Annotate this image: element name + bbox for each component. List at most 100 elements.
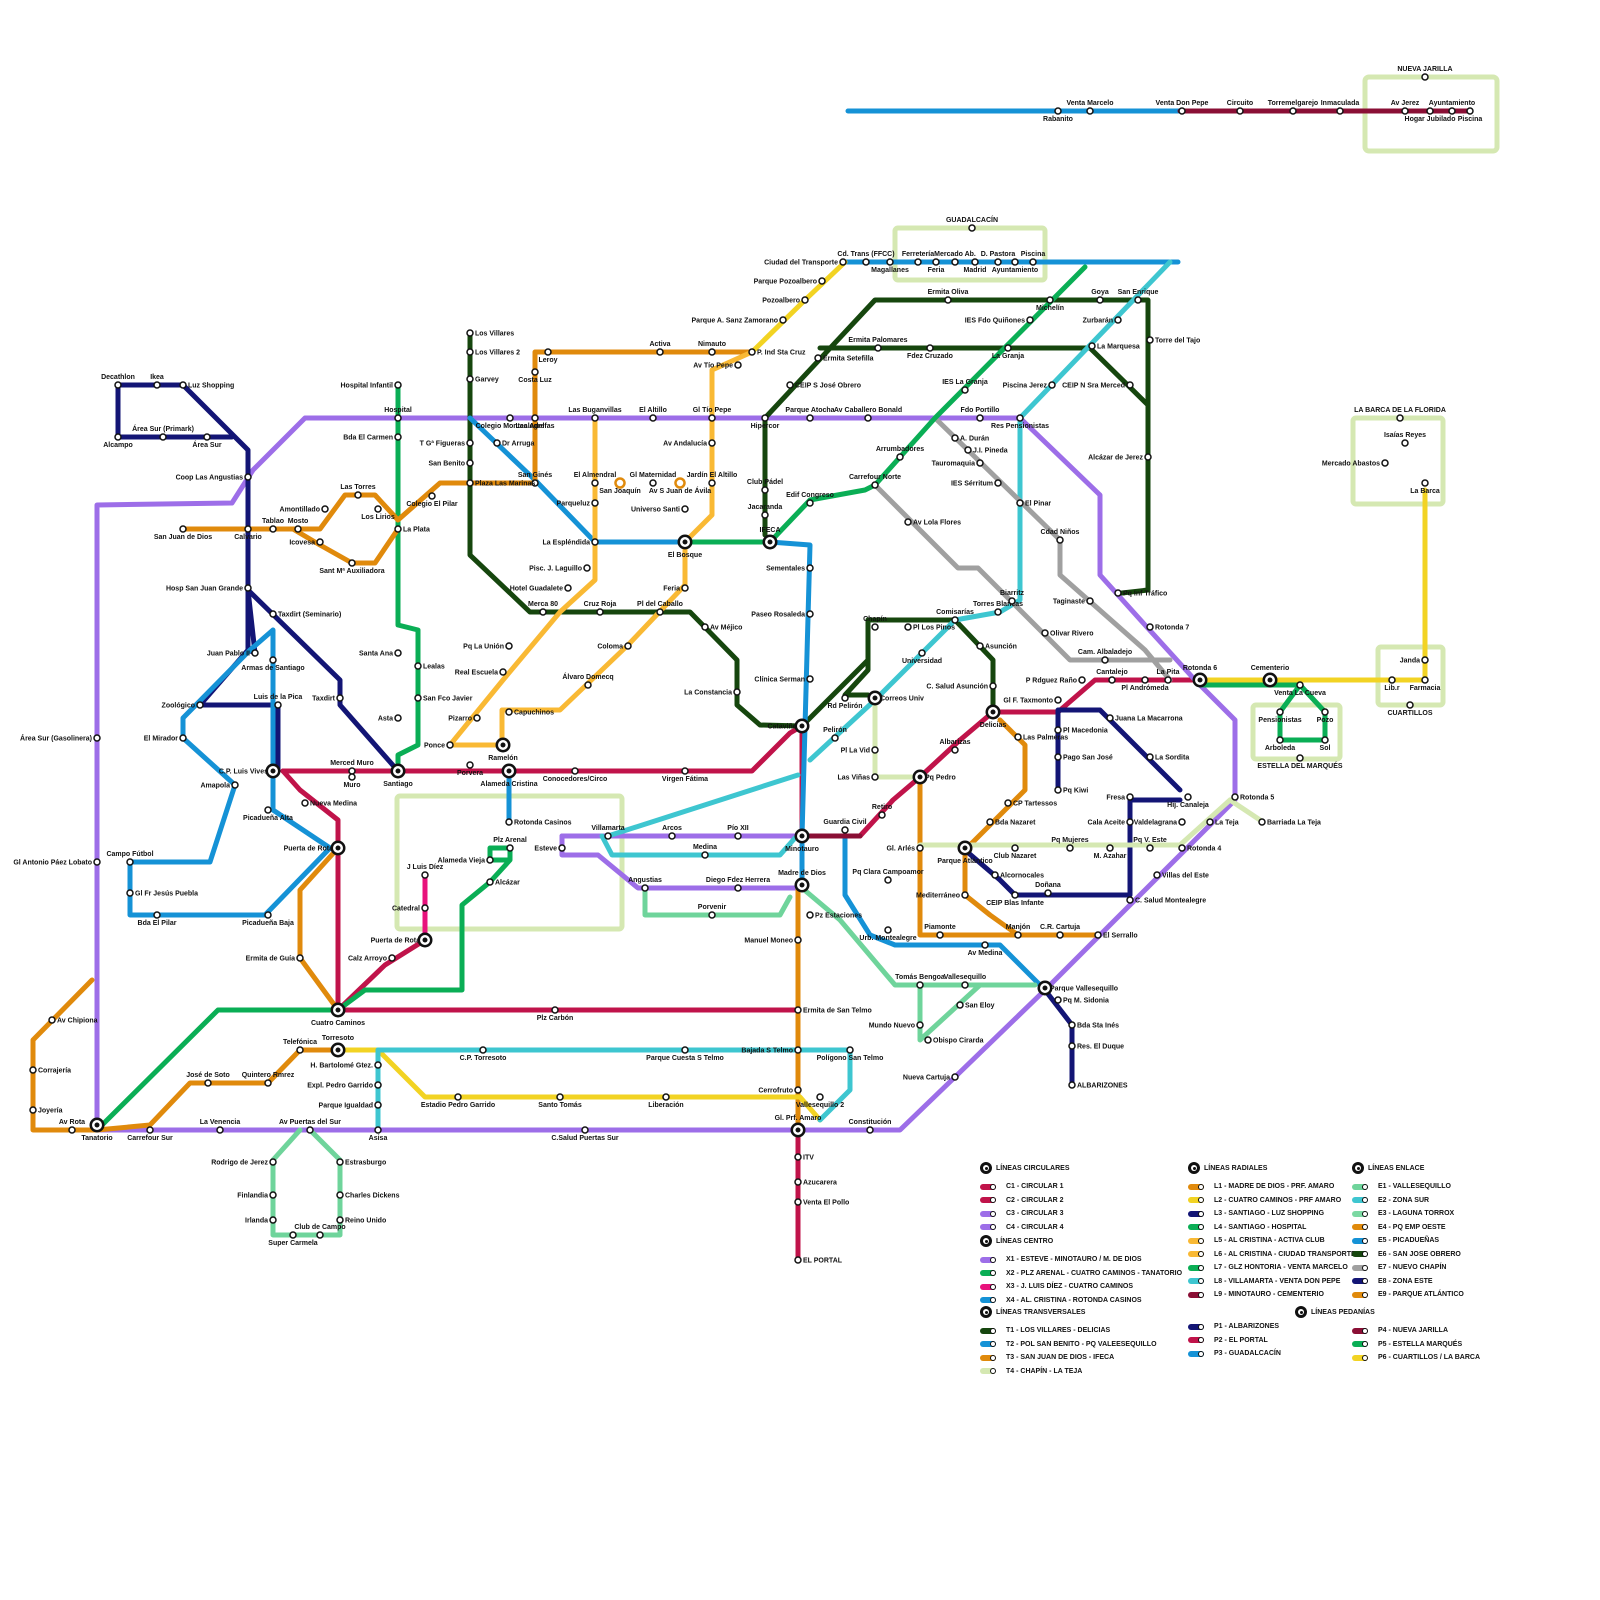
station-parque-vallesequillo[interactable]: Parque Vallesequillo: [1038, 981, 1119, 996]
station-los-villares-2[interactable]: Los Villares 2: [467, 349, 520, 357]
station-p-ind-sta-cruz[interactable]: P. Ind Sta Cruz: [749, 349, 806, 357]
station-capuchinos[interactable]: Capuchinos: [506, 709, 554, 717]
station-lealas[interactable]: Lealas: [415, 663, 445, 671]
station-pago-san-jose[interactable]: Pago San José: [1055, 754, 1113, 762]
station-pq-pedro[interactable]: Pq Pedro: [913, 770, 956, 785]
station-san-joaquin[interactable]: San Joaquín: [599, 479, 641, 496]
station-pisc-j-laguillo[interactable]: Pisc. J. Laguillo: [529, 565, 590, 573]
station-pq-la-union[interactable]: Pq La Unión: [463, 643, 512, 651]
station-alcornocales[interactable]: Alcornocales: [992, 872, 1044, 880]
station-porvera[interactable]: Porvera: [457, 762, 483, 777]
station-gl-f-taxmonto[interactable]: Gl F. Taxmonto: [1003, 697, 1061, 705]
station-bda-sta-ines[interactable]: Bda Sta Inés: [1069, 1022, 1119, 1030]
station-itv[interactable]: ITV: [795, 1154, 814, 1162]
station-alcazar-de-jerez[interactable]: Alcázar de Jerez: [1088, 454, 1151, 462]
station-rotonda-casinos[interactable]: Rotonda Casinos: [506, 819, 572, 827]
station-gl-fr-jesus-puebla[interactable]: Gl Fr Jesús Puebla: [127, 890, 198, 898]
station-paseo-rosaleda[interactable]: Paseo Rosaleda: [751, 611, 813, 619]
station-isaias-reyes[interactable]: Isaías Reyes: [1384, 432, 1426, 446]
station-alcazar[interactable]: Alcázar: [487, 879, 520, 887]
station-t-g-figueras[interactable]: T Gª Figueras: [420, 440, 473, 448]
station-picaduena-alta[interactable]: Picadueña Alta: [243, 807, 293, 822]
station-el-mirador[interactable]: El Mirador: [144, 735, 186, 743]
station-pl-la-vid[interactable]: Pl La Vid: [841, 747, 878, 755]
station-los-villares[interactable]: Los Villares: [467, 330, 514, 338]
station-santiago[interactable]: Santiago: [383, 764, 413, 789]
station-janda[interactable]: Janda: [1400, 657, 1428, 665]
station-el-portal[interactable]: EL PORTAL: [795, 1257, 843, 1265]
station-expl-pedro-garrido[interactable]: Expl. Pedro Garrido: [307, 1082, 381, 1090]
station-pl-macedonia[interactable]: Pl Macedonia: [1055, 727, 1108, 735]
station-ies-serritum[interactable]: IES Sérritum: [951, 480, 1001, 488]
station-el-bosque[interactable]: El Bosque: [668, 535, 702, 560]
station-las-palmeras[interactable]: Las Palmeras: [1015, 734, 1068, 742]
station-ermita-de-san-telmo[interactable]: Ermita de San Telmo: [795, 1007, 872, 1015]
station-la-marquesa[interactable]: La Marquesa: [1089, 343, 1140, 351]
station-parque-a-sanz-zamorano[interactable]: Parque A. Sanz Zamorano: [692, 317, 786, 325]
station-finlandia[interactable]: Finlandia: [237, 1192, 276, 1200]
station-clinica-serman[interactable]: Clínica Serman: [754, 676, 813, 684]
station-olivar-rivero[interactable]: Olivar Rivero: [1042, 630, 1094, 638]
station-nueva-cartuja[interactable]: Nueva Cartuja: [903, 1074, 958, 1082]
station-parqueluz[interactable]: Parqueluz: [557, 500, 598, 508]
station-plaza-las-marinas[interactable]: Plaza Las Marinas: [467, 480, 535, 488]
station-taginaste[interactable]: Taginaste: [1053, 598, 1093, 606]
station-torresoto[interactable]: Torresoto: [322, 1035, 354, 1058]
station-ramelon[interactable]: Ramelón: [488, 738, 518, 763]
station-av-lola-flores[interactable]: Av Lola Flores: [905, 519, 961, 527]
station-rotonda-5[interactable]: Rotonda 5: [1232, 794, 1274, 802]
station-cdad-ninos[interactable]: Cdad Niños: [1041, 529, 1080, 543]
station-zurbaran[interactable]: Zurbarán: [1083, 317, 1121, 325]
station-area-sur-gasolinera[interactable]: Área Sur (Gasolinera): [20, 734, 100, 743]
station-pq-inf-trafico[interactable]: Pq Inf Tráfico: [1115, 590, 1167, 598]
station-alameda-cristina[interactable]: Alameda Cristina: [480, 764, 537, 789]
station-bda-nazaret[interactable]: Bda Nazaret: [987, 819, 1036, 827]
station-universidad[interactable]: Universidad: [902, 650, 942, 665]
station-universo-santi[interactable]: Universo Santi: [631, 506, 688, 514]
station-zoologico[interactable]: Zoológico: [162, 702, 203, 710]
station-corrajeria[interactable]: Corrajería: [30, 1067, 71, 1075]
station-barriada-la-teja[interactable]: Barriada La Teja: [1259, 819, 1321, 827]
station-feria[interactable]: Feria: [663, 585, 688, 593]
station-ermita-de-guia[interactable]: Ermita de Guía: [246, 955, 303, 963]
station-cala-aceite[interactable]: Cala Aceite: [1088, 819, 1133, 827]
station-juana-la-macarrona[interactable]: Juana La Macarrona: [1107, 715, 1183, 723]
station-venta-el-pollo[interactable]: Venta El Pollo: [795, 1199, 849, 1207]
station-pensionistas[interactable]: Pensionistas: [1258, 709, 1301, 724]
station-parque-igualdad[interactable]: Parque Igualdad: [319, 1102, 381, 1110]
station-alvaro-domecq[interactable]: Álvaro Domecq: [562, 672, 613, 688]
station-santa-ana[interactable]: Santa Ana: [359, 650, 401, 658]
station-p-rdguez-rano[interactable]: P Rdguez Raño: [1026, 677, 1085, 685]
station-puerta-de-rota[interactable]: Puerta de Rota: [284, 841, 346, 856]
station-obispo-cirarda[interactable]: Obispo Cirarda: [925, 1037, 984, 1045]
station-fresa[interactable]: Fresa: [1106, 794, 1133, 802]
station-real-escuela[interactable]: Real Escuela: [455, 669, 506, 677]
station-san-eloy[interactable]: San Eloy: [957, 1002, 995, 1010]
station-pq-kiwi[interactable]: Pq Kiwi: [1055, 787, 1088, 795]
station-rodrigo-de-jerez[interactable]: Rodrigo de Jerez: [211, 1159, 276, 1167]
station-sementales[interactable]: Sementales: [766, 565, 813, 573]
station-arrumbadores[interactable]: Arrumbadores: [876, 446, 924, 460]
station-bda-el-carmen[interactable]: Bda El Carmen: [343, 434, 401, 442]
station-ies-fdo-quinones[interactable]: IES Fdo Quiñones: [965, 317, 1033, 325]
station-c-salud-asuncion[interactable]: C. Salud Asunción: [926, 683, 996, 691]
station-hij-canaleja[interactable]: Hij. Canaleja: [1167, 794, 1209, 809]
station-amontillado[interactable]: Amontillado: [280, 506, 328, 514]
station-muro[interactable]: Muro: [343, 774, 360, 789]
station-vallesequillo-2[interactable]: Vallesequillo 2: [796, 1094, 844, 1109]
station-charles-dickens[interactable]: Charles Dickens: [337, 1192, 400, 1200]
station-correos-univ[interactable]: Correos Univ: [868, 691, 925, 706]
station-taxdirt[interactable]: Taxdirt: [312, 695, 343, 703]
station-c-salud-montealegre[interactable]: C. Salud Montealegre: [1127, 897, 1206, 905]
station-puerta-de-rota[interactable]: Puerta de Rota: [371, 933, 433, 948]
station-san-benito[interactable]: San Benito: [428, 460, 473, 468]
station-ceip-n-sra-merced[interactable]: CEIP N Sra Merced: [1062, 382, 1133, 390]
station-guardia-civil[interactable]: Guardia Civil: [823, 819, 866, 833]
station-torre-del-tajo[interactable]: Torre del Tajo: [1147, 337, 1200, 345]
station-carrefour-norte[interactable]: Carrefour Norte: [849, 474, 901, 488]
station-cerrofruto[interactable]: Cerrofruto: [758, 1087, 801, 1095]
station-av-chipiona[interactable]: Av Chipiona: [49, 1017, 98, 1025]
station-azucarera[interactable]: Azucarera: [795, 1179, 837, 1187]
station-ceip-s-jose-obrero[interactable]: CEIP S José Obrero: [787, 382, 861, 390]
station-hospital-infantil[interactable]: Hospital Infantil: [341, 382, 402, 390]
